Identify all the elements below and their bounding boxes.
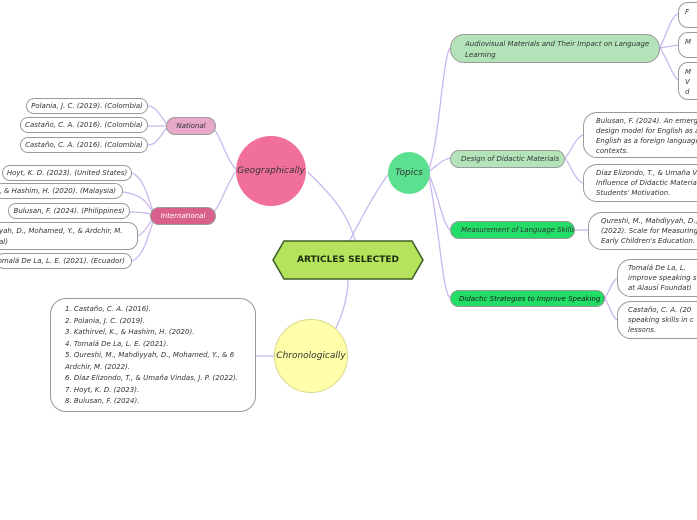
root-node[interactable]: ARTICLES SELECTED (272, 240, 424, 280)
international-item[interactable]: Tomalá De La, L. E. (2021). (Ecuador) (0, 253, 132, 269)
national-item[interactable]: Castaño, C. A. (2016). (Colombia) (20, 137, 148, 153)
international-node[interactable]: International (150, 207, 216, 225)
chrono-item: 2. Polania, J. C. (2019). (65, 316, 146, 325)
chrono-item: 8. Bulusan, F. (2024). (65, 397, 140, 405)
chrono-item: 1. Castaño, C. A. (2016). (65, 305, 152, 313)
chronologically-node[interactable]: Chronologically (274, 319, 348, 393)
chrono-item: 6. Díaz Elizondo, T., & Umaña Vindas, J.… (65, 374, 239, 382)
international-item[interactable]: al, K., & Hashim, H. (2020). (Malaysia) (0, 183, 123, 199)
chrono-item: 5. Qureshi, M., Mahdiyyah, D., Mohamed, … (65, 351, 235, 359)
chrono-item: 4. Tomalá De La, L. E. (2021). (65, 339, 169, 348)
international-item[interactable]: yah, D., Mohamed, Y., & Ardchir, M. al) (0, 222, 138, 250)
audiovisual-leaf[interactable]: F (678, 2, 697, 28)
audiovisual-leaf[interactable]: M (678, 32, 697, 58)
chrono-item: 7. Hoyt, K. D. (2023). (65, 385, 140, 394)
topics-label: Topics (395, 168, 423, 178)
chronological-list[interactable]: 1. Castaño, C. A. (2016). 2. Polania, J.… (50, 298, 256, 412)
chrono-item: Ardchir, M. (2022). (65, 362, 131, 371)
design-leaf-diaz[interactable]: Díaz Elizondo, T., & Umaña Vinda Influen… (583, 164, 697, 202)
audiovisual-leaf[interactable]: M V d (678, 62, 697, 100)
topic-audiovisual-materials[interactable]: Audiovisual Materials and Their Impact o… (450, 34, 660, 63)
chrono-item: 3. Kathirvel, K., & Hashim, H. (2020). (65, 328, 195, 336)
design-leaf-bulusan[interactable]: Bulusan, F. (2024). An emerging design m… (583, 112, 697, 158)
geographically-label: Geographically (237, 166, 305, 176)
root-label: ARTICLES SELECTED (297, 255, 399, 265)
international-label: International (160, 212, 206, 220)
measurement-leaf-qureshi[interactable]: Qureshi, M., Mahdiyyah, D., (2022). Scal… (588, 212, 697, 250)
speaking-leaf-tomala[interactable]: Tomalá De La, L. improve speaking s at A… (617, 259, 697, 297)
topic-design-of-didactic-materials[interactable]: Design of Didactic Materials (450, 150, 565, 168)
international-item[interactable]: Bulusan, F. (2024). (Philippines) (8, 203, 130, 219)
national-item[interactable]: Polania, J. C. (2019). (Colombia) (26, 98, 148, 114)
international-item[interactable]: Hoyt, K. D. (2023). (United States) (2, 165, 132, 181)
topics-node[interactable]: Topics (388, 152, 430, 194)
geographically-node[interactable]: Geographically (236, 136, 306, 206)
national-label: National (176, 122, 206, 130)
topic-didactic-strategies-speaking[interactable]: Didactic Strategies to Improve Speaking … (450, 290, 605, 307)
speaking-leaf-castano[interactable]: Castaño, C. A. (20 speaking skills in c … (617, 301, 697, 339)
root-hexagon-shape (272, 240, 424, 280)
national-node[interactable]: National (166, 117, 216, 135)
chronologically-label: Chronologically (276, 351, 346, 361)
topic-measurement-of-language-skills[interactable]: Measurement of Language Skills (450, 221, 575, 239)
national-item[interactable]: Castaño, C. A. (2016). (Colombia) (20, 117, 148, 133)
